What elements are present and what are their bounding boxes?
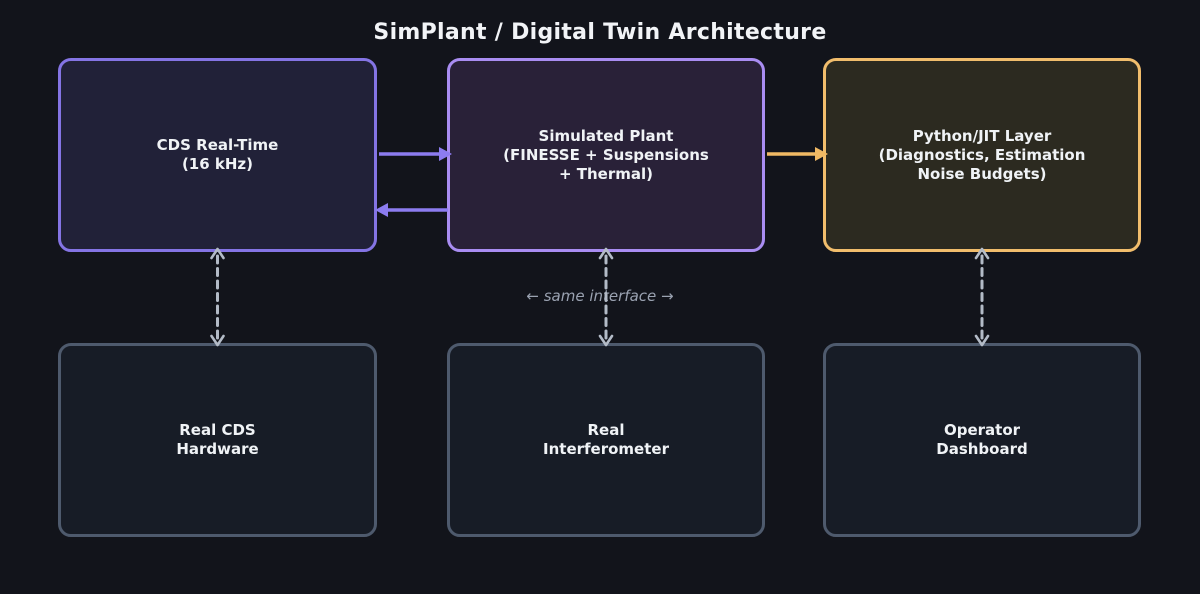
plant-to-python-arrow-icon (767, 147, 828, 161)
node-python-jit-layer: Python/JIT Layer (Diagnostics, Estimatio… (823, 58, 1141, 252)
node-label-line: CDS Real-Time (156, 136, 279, 154)
node-label-line: (16 kHz) (181, 155, 254, 173)
node-cds-realtime: CDS Real-Time (16 kHz) (58, 58, 377, 252)
node-label-line: (Diagnostics, Estimation (878, 145, 1086, 164)
node-real-cds-hardware: Real CDS Hardware (58, 343, 377, 537)
node-label-line: Interferometer (543, 440, 669, 458)
node-label-line: Noise Budgets) (917, 164, 1047, 183)
node-label-line: Real CDS (179, 421, 256, 439)
node-label-line: (FINESSE + Suspensions (503, 145, 709, 164)
node-label-line: Dashboard (936, 440, 1028, 458)
node-label-line: Operator (943, 421, 1021, 439)
node-label-line: Hardware (176, 440, 259, 458)
cds-hardware-dashed-arrow-icon (210, 247, 225, 347)
node-label-line: Simulated Plant (538, 126, 674, 145)
node-operator-dashboard: Operator Dashboard (823, 343, 1141, 537)
node-label-line: + Thermal) (558, 164, 654, 183)
node-label-line: Real (587, 421, 625, 439)
node-simulated-plant: Simulated Plant (FINESSE + Suspensions +… (447, 58, 765, 252)
page-title: SimPlant / Digital Twin Architecture (373, 20, 827, 45)
cds-to-plant-arrow-icon (379, 147, 452, 161)
same-interface-label: ← same interface → (526, 287, 674, 305)
node-real-interferometer: Real Interferometer (447, 343, 765, 537)
node-label-line: Python/JIT Layer (912, 126, 1052, 145)
python-dashboard-dashed-arrow-icon (974, 247, 990, 347)
plant-to-cds-arrow-icon (375, 203, 448, 217)
